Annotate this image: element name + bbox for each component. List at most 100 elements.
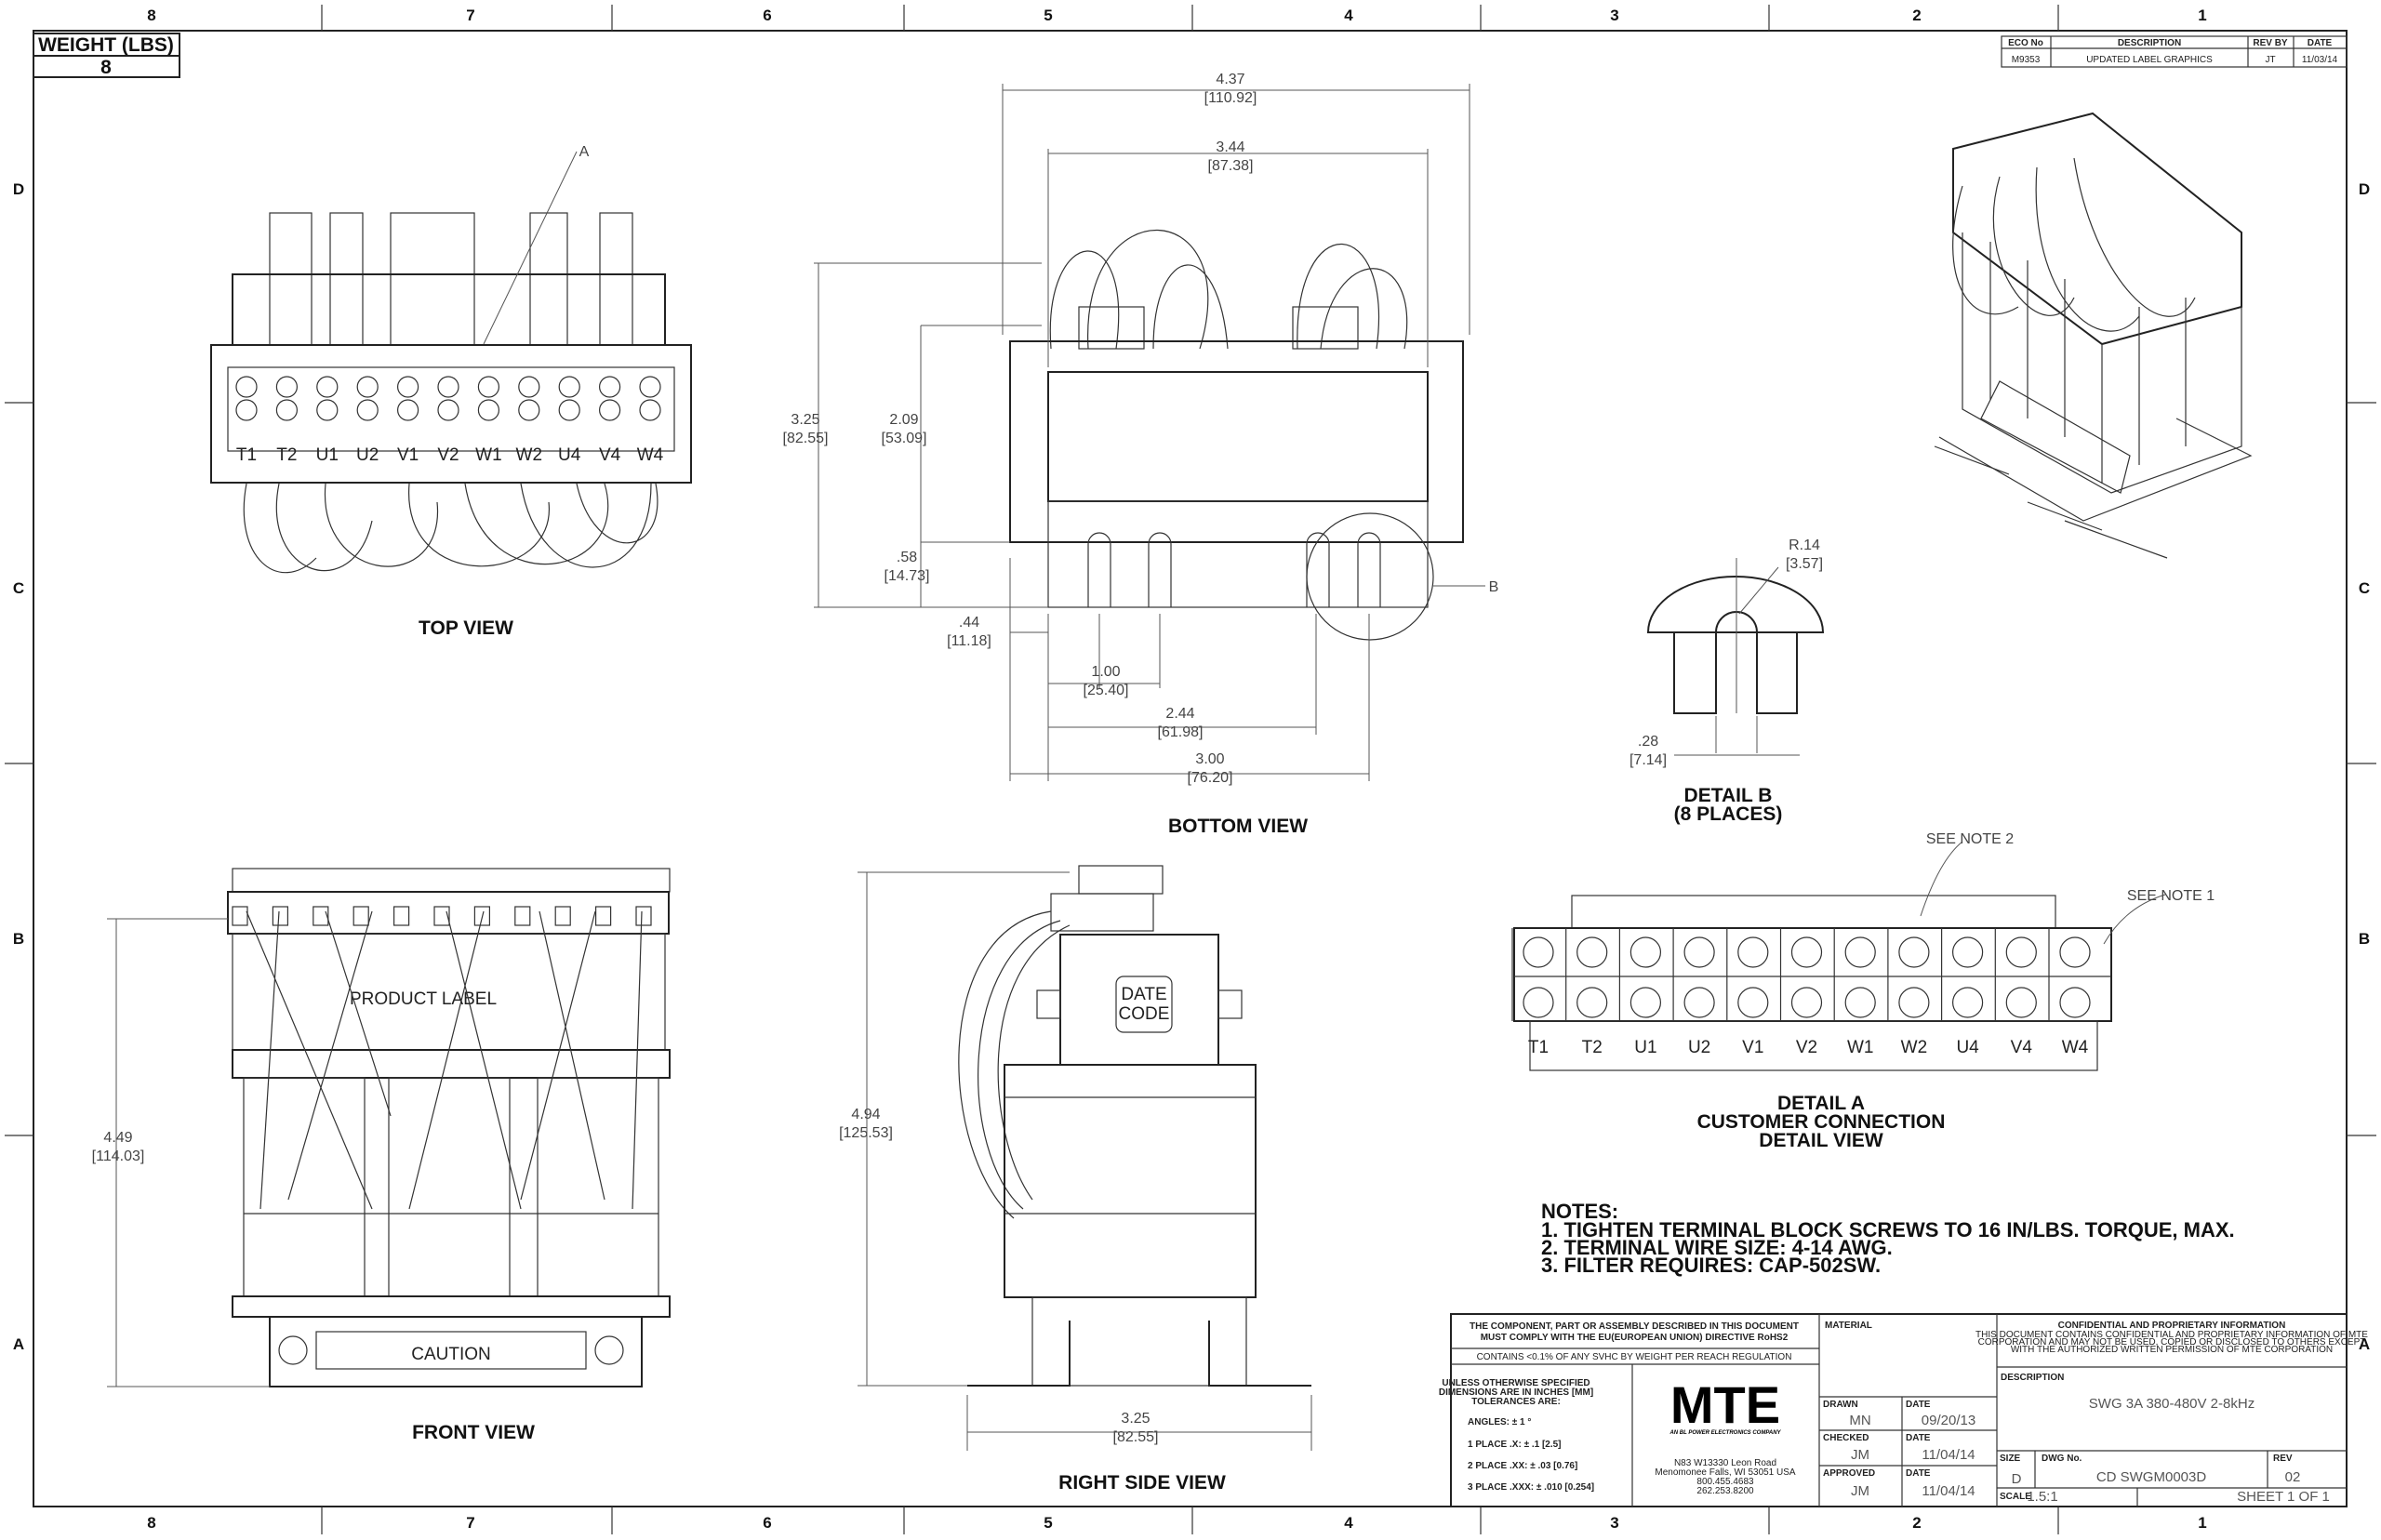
dimension-inches: .58: [897, 550, 917, 565]
rev-date: 11/03/14: [2302, 55, 2338, 65]
dimension: 3.00[76.20]: [1188, 751, 1233, 786]
zone-column-label: 3: [1610, 7, 1618, 24]
terminal-screw-icon: [639, 376, 661, 398]
terminal-label: W2: [1901, 1038, 1928, 1057]
terminal-label: V1: [397, 445, 419, 465]
zone-column-label: 2: [1912, 1514, 1921, 1532]
date-label: DATE: [1121, 985, 1166, 1004]
dimension: 2.44[61.98]: [1158, 706, 1204, 740]
dimension: 2.09[53.09]: [882, 412, 927, 446]
zone-column-label: 6: [763, 1514, 771, 1532]
material-label: MATERIAL: [1825, 1321, 1872, 1331]
tolerance-2-place: 2 PLACE .XX: ± .03 [0.76]: [1468, 1461, 1577, 1471]
rev-header-eco: ECO No: [2008, 38, 2043, 48]
terminal-screw-icon: [1576, 987, 1608, 1018]
drawing-border: [33, 30, 2348, 1507]
terminal-screw-icon: [1952, 936, 1984, 968]
revision-block: ECO No DESCRIPTION REV BY DATE M9353 UPD…: [2001, 35, 2348, 68]
terminal-icon: [272, 906, 288, 926]
zone-column-label: 6: [763, 7, 771, 24]
dimension-mm: [82.55]: [1113, 1429, 1159, 1445]
approved-date-label: DATE: [1906, 1468, 1931, 1479]
description-value: SWG 3A 380-480V 2-8kHz: [2089, 1396, 2255, 1412]
dimension: R.14 [3.57]: [1786, 538, 1823, 572]
scale-value: 1.5:1: [2027, 1489, 2057, 1505]
terminal-screw-icon: [1844, 987, 1876, 1018]
rev-header-date: DATE: [2308, 38, 2333, 48]
terminal-label: U2: [1688, 1038, 1710, 1057]
tolerance-3: TOLERANCES ARE:: [1471, 1397, 1561, 1407]
terminal-screw-icon: [477, 376, 500, 398]
dimension-inches: 4.37: [1216, 72, 1244, 87]
dimension-mm: [110.92]: [1204, 90, 1257, 106]
terminal-screw-icon: [558, 399, 580, 421]
terminal-label: T2: [276, 445, 297, 465]
terminal-screw-icon: [437, 376, 459, 398]
title-block: THE COMPONENT, PART OR ASSEMBLY DESCRIBE…: [1439, 1313, 2368, 1507]
tolerance-2: DIMENSIONS ARE IN INCHES [MM]: [1439, 1387, 1593, 1398]
dimension-inches: 4.94: [851, 1107, 880, 1122]
approved-by: JM: [1851, 1483, 1869, 1499]
terminal-screw-icon: [1629, 936, 1662, 968]
terminal-icon: [232, 906, 248, 926]
terminal-screw-icon: [356, 399, 379, 421]
terminal-screw-icon: [1737, 987, 1769, 1018]
terminal-screw-icon: [598, 376, 621, 398]
tolerance-1-place: 1 PLACE .X: ± .1 [2.5]: [1468, 1440, 1562, 1450]
dimension-inches: 3.25: [1121, 1411, 1150, 1427]
zone-row-label: A: [2359, 1335, 2370, 1353]
terminal-screw-icon: [1576, 936, 1608, 968]
terminal-screw-icon: [1737, 936, 1769, 968]
terminal-screw-icon: [558, 376, 580, 398]
zone-column-label: 8: [147, 7, 155, 24]
terminal-screw-icon: [1523, 987, 1554, 1018]
terminal-icon: [554, 906, 571, 926]
terminal-icon: [352, 906, 369, 926]
drawn-label: DRAWN: [1823, 1400, 1858, 1410]
terminal-screw-icon: [437, 399, 459, 421]
terminal-label: V1: [1742, 1038, 1763, 1057]
product-label: PRODUCT LABEL: [350, 989, 497, 1009]
terminal-icon: [433, 906, 450, 926]
detail-a-title: DETAIL A: [1777, 1093, 1865, 1114]
detail-b: DETAIL B (8 PLACES): [1646, 558, 1825, 825]
dimension-mm: [11.18]: [947, 633, 991, 649]
terminal-screw-icon: [598, 399, 621, 421]
dimension: .44[11.18]: [947, 615, 991, 649]
front-view-terminals: [232, 906, 652, 926]
terminal-screw-icon: [397, 399, 419, 421]
drawn-date-label: DATE: [1906, 1400, 1931, 1410]
terminal-screw-icon: [1844, 936, 1876, 968]
rev-header-by: REV BY: [2253, 38, 2288, 48]
terminal-screw-icon: [235, 399, 258, 421]
dimension-inches: 3.00: [1195, 751, 1224, 767]
address-1: N83 W13330 Leon Road: [1674, 1458, 1776, 1468]
drawn-by: MN: [1849, 1413, 1870, 1428]
size-value: D: [2012, 1471, 2022, 1487]
top-view-title: TOP VIEW: [419, 617, 513, 639]
rev-eco: M9353: [2012, 55, 2041, 65]
drawn-date: 09/20/13: [1922, 1413, 1975, 1428]
weight-label: WEIGHT (LBS): [38, 34, 174, 56]
dimension-inches: 3.25: [791, 412, 819, 428]
dimension-inches: 2.09: [889, 412, 918, 428]
zone-row-label: C: [13, 579, 24, 597]
confidential-line-2: CORPORATION AND MAY NOT BE USED, COPIED …: [1978, 1337, 2366, 1348]
mte-logo-sub: AN BL POWER ELECTRONICS COMPANY: [1669, 1430, 1781, 1436]
terminal-label: U2: [356, 445, 379, 465]
terminal-label: T2: [1582, 1038, 1603, 1057]
checked-label: CHECKED: [1823, 1433, 1869, 1443]
terminal-screw-icon: [1790, 987, 1823, 1018]
dimension-mm: [3.57]: [1786, 556, 1823, 572]
checked-date-label: DATE: [1906, 1433, 1931, 1443]
dimension-inches: R.14: [1789, 538, 1820, 553]
approved-date: 11/04/14: [1922, 1483, 1975, 1499]
terminal-label: U4: [558, 445, 581, 465]
dimension-inches: .28: [1638, 734, 1658, 750]
see-note-2: SEE NOTE 2: [1926, 831, 2014, 847]
right-side-view-title: RIGHT SIDE VIEW: [1058, 1472, 1226, 1494]
terminal-label: T1: [236, 445, 257, 465]
